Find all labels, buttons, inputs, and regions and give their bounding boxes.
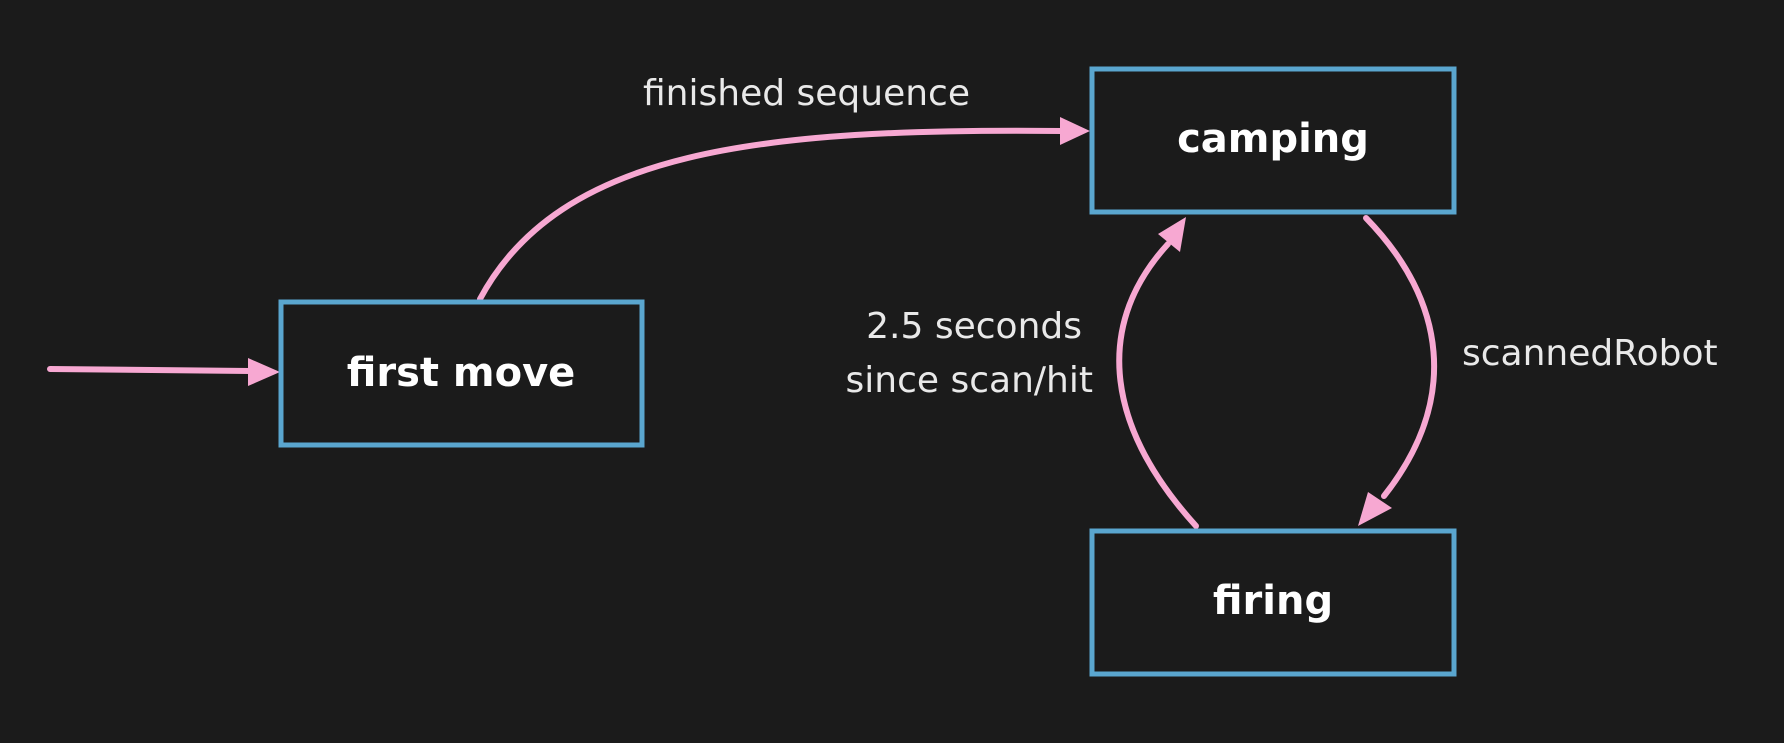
firing-to-camping-line [1116,241,1199,529]
firing-to-camping-arrowhead [1158,217,1186,252]
state-first-move: first move [278,299,645,448]
state-camping: camping [1089,66,1457,215]
first-move-to-camping-arrowhead [1060,117,1090,145]
entry-arrow-line [47,366,253,374]
state-firing: firing [1089,528,1457,677]
first-move-to-camping-line [477,127,1065,302]
camping-to-firing-label: scannedRobot [1462,333,1718,374]
state-firing-border [1089,528,1457,677]
camping-to-firing-arrowhead [1358,492,1392,526]
entry-transition [47,358,280,386]
state-camping-border [1089,66,1457,215]
firing-to-camping-label-line1: 2.5 seconds [866,306,1082,347]
transition-camping-to-firing: scannedRobot [1358,215,1718,526]
state-firing-label: firing [1213,578,1333,624]
entry-arrowhead [248,358,280,386]
first-move-to-camping-label: finished sequence [643,73,970,114]
transition-first-move-to-camping: finished sequence [477,73,1090,302]
transition-firing-to-camping: 2.5 seconds since scan/hit [846,217,1199,529]
camping-to-firing-line [1363,215,1437,499]
state-first-move-label: first move [347,350,576,396]
state-camping-label: camping [1177,116,1369,162]
firing-to-camping-label-line2: since scan/hit [846,360,1093,401]
state-first-move-border [278,299,645,448]
